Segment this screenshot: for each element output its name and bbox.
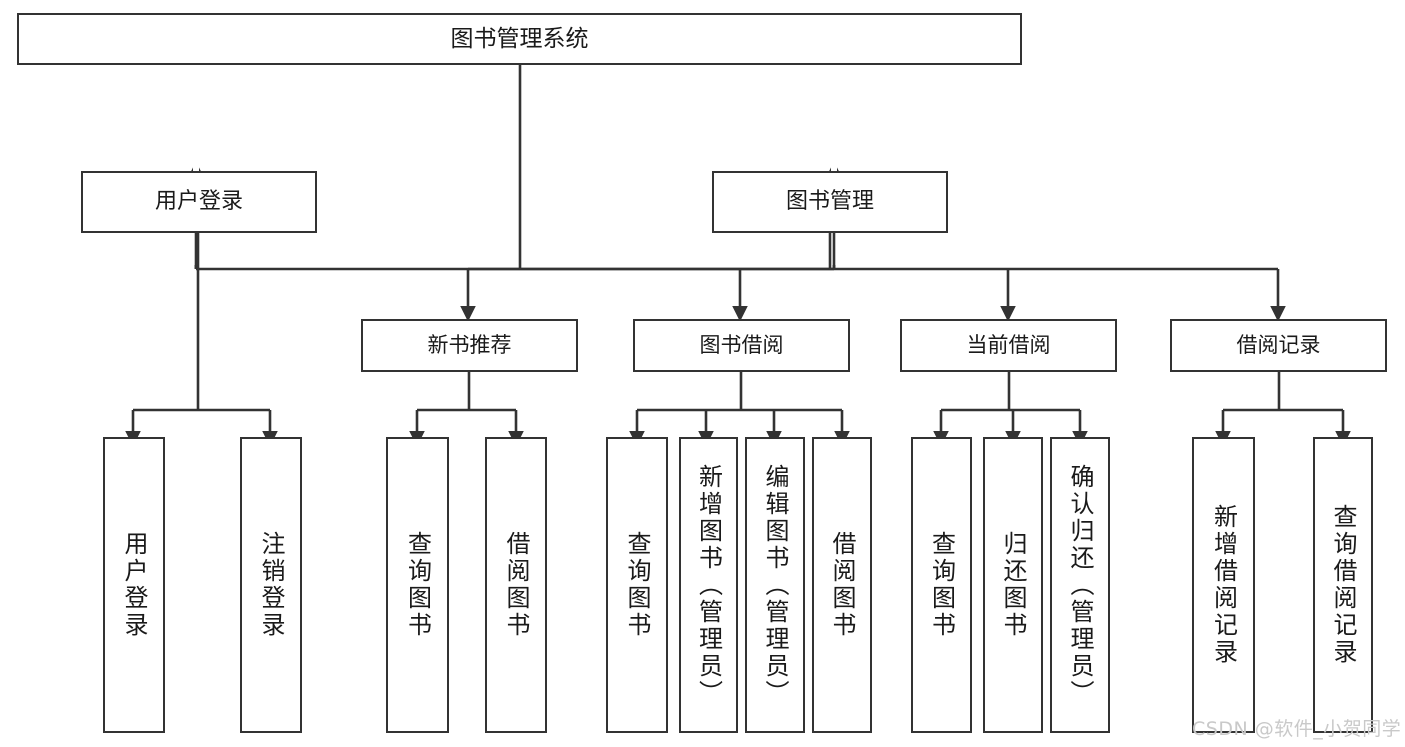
node-label: 查询图书	[927, 531, 956, 639]
node-label: 编辑图书（管理员）	[761, 463, 789, 707]
leaf-current-query-book[interactable]: 查询图书	[911, 437, 972, 733]
leaf-current-confirm-return-admin[interactable]: 确认归还（管理员）	[1050, 437, 1110, 733]
node-new-book-recommend[interactable]: 新书推荐	[361, 319, 578, 372]
node-label: 用户登录	[120, 531, 148, 639]
node-label: 用户登录	[154, 189, 243, 215]
node-label: 借阅图书	[828, 531, 856, 639]
node-root-system[interactable]: 图书管理系统	[17, 13, 1022, 65]
node-label: 查询借阅记录	[1329, 504, 1357, 666]
leaf-borrow-query-book[interactable]: 查询图书	[606, 437, 668, 733]
node-label: 借阅图书	[502, 531, 530, 639]
node-label: 注销登录	[257, 531, 285, 639]
leaf-user-login[interactable]: 用户登录	[103, 437, 165, 733]
node-label: 图书管理系统	[450, 25, 589, 52]
node-user-login[interactable]: 用户登录	[81, 171, 317, 233]
leaf-record-query-record[interactable]: 查询借阅记录	[1313, 437, 1373, 733]
node-book-borrow[interactable]: 图书借阅	[633, 319, 850, 372]
node-label: 归还图书	[999, 531, 1027, 639]
leaf-borrow-borrow-book[interactable]: 借阅图书	[812, 437, 872, 733]
node-label: 新增借阅记录	[1209, 504, 1238, 666]
node-label: 图书管理	[785, 189, 874, 215]
node-current-borrow[interactable]: 当前借阅	[900, 319, 1117, 372]
node-label: 确认归还（管理员）	[1066, 463, 1094, 707]
node-borrow-record[interactable]: 借阅记录	[1170, 319, 1387, 372]
leaf-current-return-book[interactable]: 归还图书	[983, 437, 1043, 733]
node-label: 查询图书	[623, 531, 651, 639]
leaf-borrow-add-book-admin[interactable]: 新增图书（管理员）	[679, 437, 738, 733]
node-label: 新增图书（管理员）	[694, 463, 723, 707]
node-label: 当前借阅	[966, 333, 1051, 358]
node-label: 新书推荐	[427, 333, 512, 358]
leaf-borrow-edit-book-admin[interactable]: 编辑图书（管理员）	[745, 437, 805, 733]
node-label: 查询图书	[403, 531, 432, 639]
leaf-user-logout[interactable]: 注销登录	[240, 437, 302, 733]
node-label: 图书借阅	[699, 333, 784, 358]
node-label: 借阅记录	[1236, 333, 1321, 358]
node-book-management[interactable]: 图书管理	[712, 171, 948, 233]
leaf-recommend-query-book[interactable]: 查询图书	[386, 437, 449, 733]
leaf-record-add-record[interactable]: 新增借阅记录	[1192, 437, 1255, 733]
csdn-watermark: CSDN @软件_小贺同学	[1192, 718, 1402, 740]
leaf-recommend-borrow-book[interactable]: 借阅图书	[485, 437, 547, 733]
